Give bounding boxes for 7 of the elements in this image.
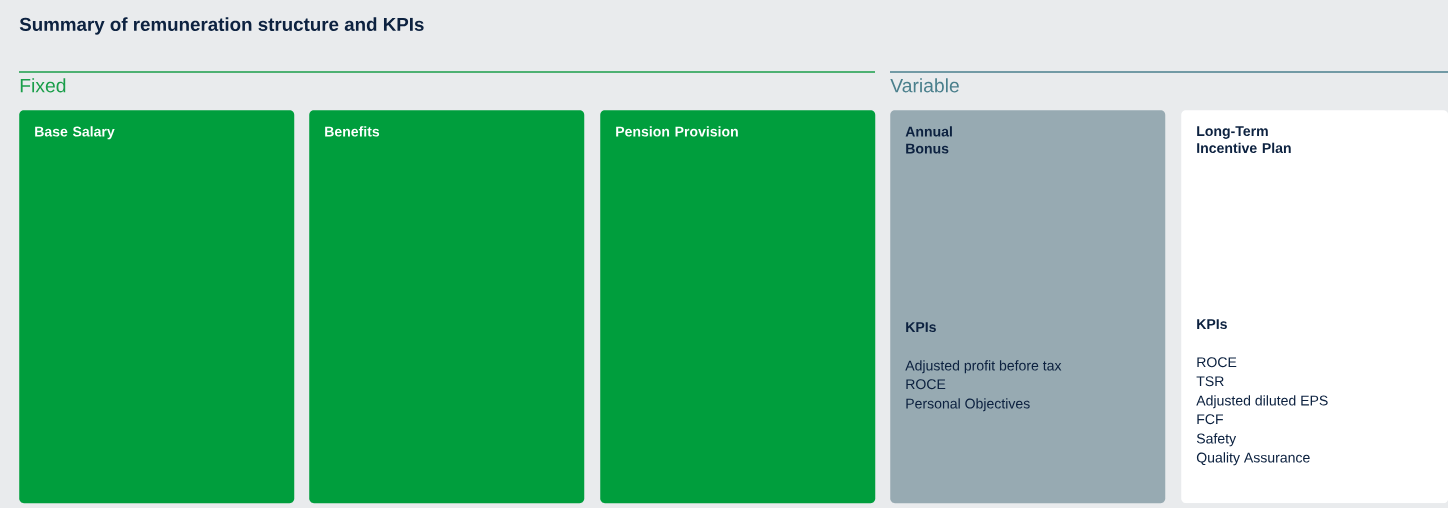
- title: Summary of remuneration structure and KPIs: [19, 17, 424, 35]
- card: Pension Provision: [600, 110, 876, 504]
- card: Base Salary: [19, 110, 295, 504]
- section-heading: Variable: [890, 78, 959, 93]
- card: Annual Bonus KPIs Adjusted profit before tax ROCE Personal Objectives: [890, 110, 1166, 504]
- card: Benefits: [309, 110, 585, 504]
- card: Long-Term Incentive Plan KPIs ROCE TSR Adjusted diluted EPS FCF Safety Quality Assurance: [1181, 110, 1448, 504]
